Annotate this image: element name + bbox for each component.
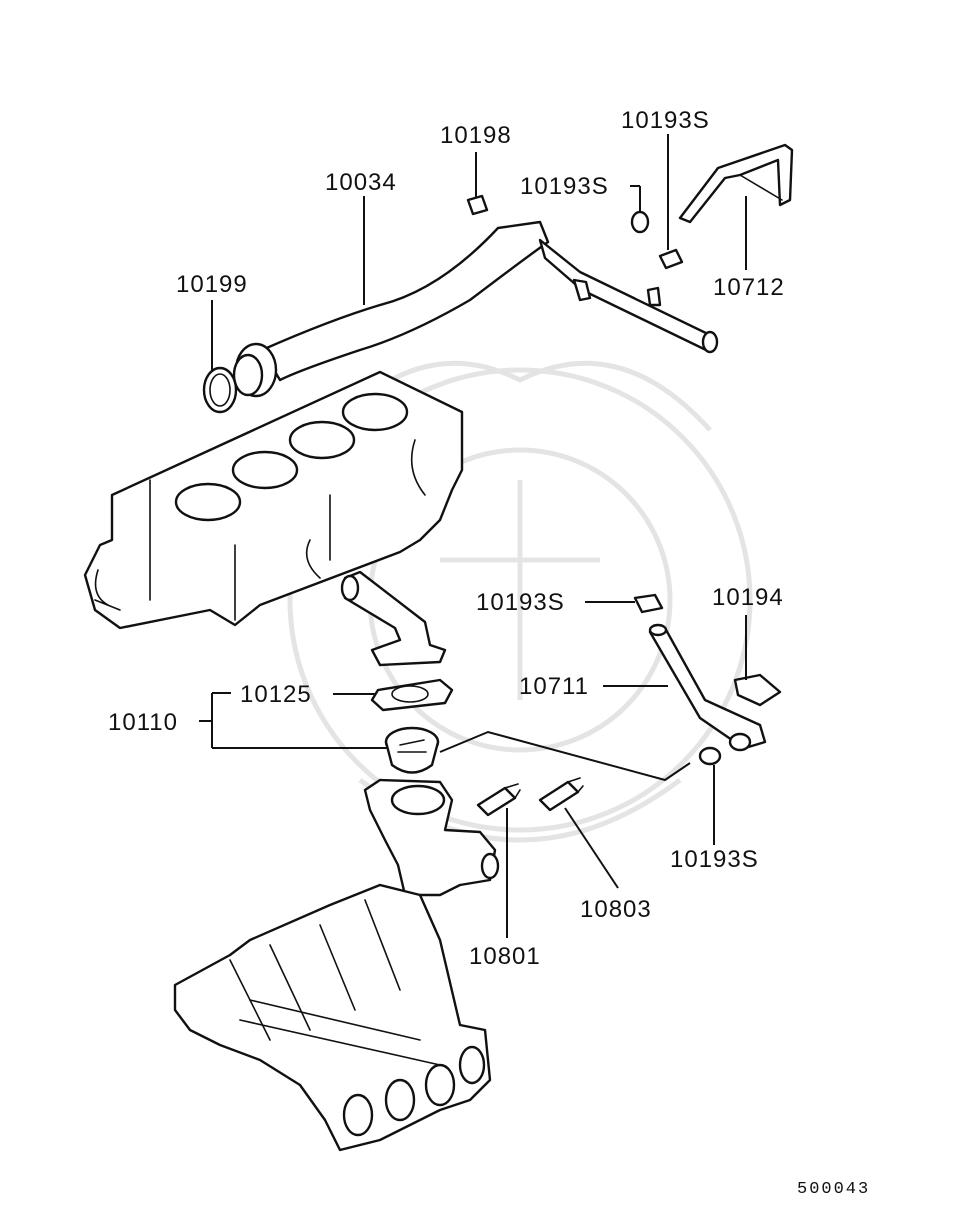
water-outlet-fitting-drawing	[340, 570, 447, 667]
label-10803: 10803	[580, 896, 652, 923]
label-10125: 10125	[240, 681, 312, 708]
sensor-10803-drawing	[538, 777, 584, 812]
gasket-10125-drawing	[370, 678, 454, 712]
intake-manifold-drawing	[173, 883, 492, 1152]
label-10034: 10034	[325, 169, 397, 196]
engine-block-drawing	[83, 370, 464, 630]
label-10712: 10712	[713, 274, 785, 301]
thermostat-drawing	[384, 726, 440, 774]
gasket-10199-drawing	[202, 366, 238, 414]
label-10199: 10199	[176, 271, 248, 298]
hose-clamp-10193s-top-drawing	[630, 210, 684, 270]
hose-10712-drawing	[678, 143, 794, 224]
bolt-10198-drawing	[466, 194, 489, 216]
bracket-10194-drawing	[733, 673, 782, 707]
label-10711: 10711	[519, 673, 589, 700]
label-10110: 10110	[108, 709, 178, 736]
label-10193s-lower: 10193S	[670, 846, 759, 873]
watermark-emblem	[287, 360, 753, 843]
label-10193s-middle: 10193S	[476, 589, 565, 616]
leader-lines	[199, 134, 747, 938]
label-10194: 10194	[712, 584, 784, 611]
thermostat-housing-drawing	[363, 778, 500, 897]
hose-10711-drawing	[648, 623, 767, 752]
sensor-10801-drawing	[476, 783, 521, 817]
label-10193s-left: 10193S	[520, 173, 609, 200]
label-10198: 10198	[440, 122, 512, 149]
label-10193s-upper: 10193S	[621, 107, 710, 134]
water-pipe-10034-drawing	[232, 220, 719, 398]
label-10801: 10801	[469, 943, 541, 970]
diagram-code: 500043	[797, 1180, 870, 1199]
hose-clamp-10193s-mid-drawing	[633, 593, 722, 766]
